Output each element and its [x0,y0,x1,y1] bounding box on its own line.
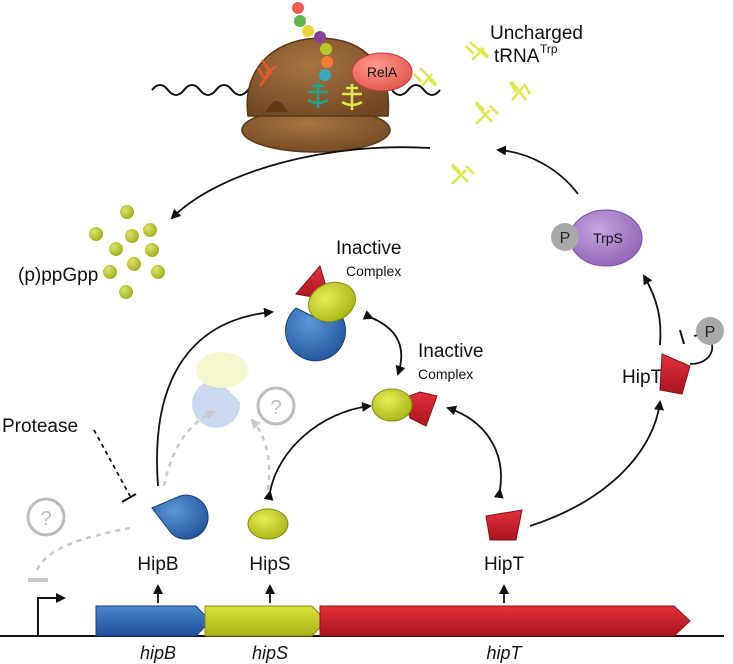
ppgpp-molecules [89,205,165,299]
arrow-complex1-complex2 [362,310,406,376]
inactive-complex-1-line1: Inactive [336,238,401,259]
inactive-complex-1-line2: Complex [346,263,401,279]
inhibition-bar [679,329,685,345]
hipb-protein-label: HipB [137,554,178,575]
ribosome-trna-a-site [341,84,363,110]
dashed-arrow-hips-degraded [250,418,271,491]
degraded-complex [192,352,248,428]
hipt-free-protein [485,509,523,541]
hipt-protein-label: HipT [484,554,525,575]
hipb-free-protein [151,494,209,540]
hips-free-protein [247,508,289,540]
arrow-trps-to-trna [496,145,579,195]
arrow-hips-to-complex2 [263,401,372,501]
arrow-hipt-free-to-phospho [529,400,664,527]
rela-protein [351,52,413,92]
ribosome-trna-p-site [307,82,329,108]
trna-icon [508,81,532,101]
dashed-arrow-hipb-degraded [162,410,216,487]
inactive-complex-2-line2: Complex [418,366,473,382]
protease-inhibition-bar [121,493,137,503]
trps-phosphate-icon [551,223,579,251]
protease-inhibition-line [93,429,131,497]
uncharged-trna-label-line2: tRNA [494,46,540,67]
uncharged-trna-label-line1: Uncharged [490,23,583,44]
trna-icon [465,41,489,61]
gene-hipt-arrow [319,605,691,637]
arrow-hipt-to-complex2 [446,405,504,499]
promoter-arrow [37,593,66,636]
protease-label: Protease [2,416,78,437]
inactive-complex-2-line1: Inactive [418,341,483,362]
trna-icon [475,101,499,125]
gene-hips-label: hipS [252,643,288,663]
unknown-label: ? [270,397,281,419]
trna-bound-to-rela [413,67,437,87]
hipt-phospho-label: HipT [622,367,663,388]
trps-phosphate-label: P [560,230,571,247]
trna-icon [451,163,475,185]
dashed-arrow-hipb-promoter [34,526,131,573]
free-trna-group [451,41,532,185]
gene-hips-arrow [204,605,327,637]
hips-protein-label: HipS [249,554,290,575]
gene-hipb-arrow [95,605,211,637]
uncharged-trna-superscript: Trp [540,42,558,56]
rela-label: RelA [367,64,398,80]
inactive-complex-hipst [371,388,438,427]
ribosome-trna-e-site [256,59,277,87]
hipt-phospho-protein [659,353,691,395]
unknown-regulator-icon [26,497,66,537]
gene-hipt-label: hipT [486,643,523,663]
arrow-hipt-to-trps [642,274,662,346]
nascent-peptide [292,2,333,81]
gene-hipb-label: hipB [140,643,176,663]
hipt-phosphate-label: P [705,324,716,341]
ribosome-cleft [266,101,288,112]
arrow-hipb-to-complex1 [156,307,274,487]
ribosome: RelA [151,2,441,153]
hipt-phosphate-icon [696,317,724,345]
arrow-rela-to-ppgpp [170,146,431,220]
unknown-regulator-label: ? [40,508,51,530]
trps-label: TrpS [593,230,623,246]
inactive-complex-hipbst [285,264,356,362]
ppgpp-label: (p)ppGpp [18,265,98,286]
